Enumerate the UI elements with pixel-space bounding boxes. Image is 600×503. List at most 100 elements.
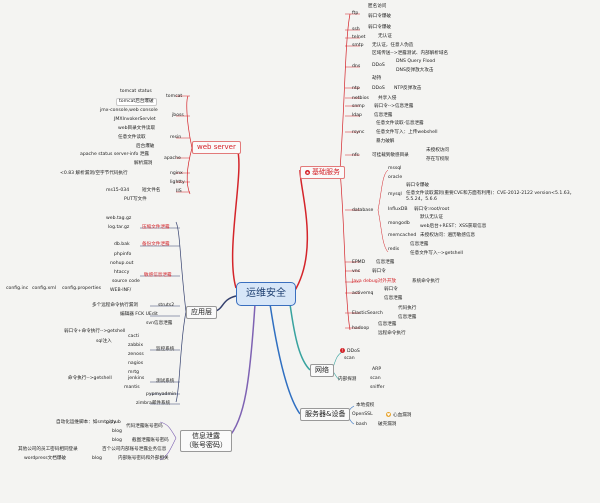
node-redis-1: 信息泄露 bbox=[410, 242, 429, 247]
node-resin-1: web目录文件读取 bbox=[118, 126, 156, 131]
node-w-6b: 敏感信息泄露 bbox=[144, 273, 172, 278]
node-arp: ARP bbox=[372, 367, 382, 372]
node-ntp: ntp bbox=[352, 86, 360, 91]
node-scan: scan bbox=[344, 356, 355, 361]
category-server-device[interactable]: 服务器&设备 bbox=[300, 408, 351, 421]
node-iis: IIS bbox=[176, 189, 182, 194]
node-netbios: netbios bbox=[352, 96, 369, 101]
node-phpmyadmin: pypmyadmin bbox=[146, 392, 177, 397]
node-apache-1: apache status server-info 泄露 bbox=[80, 152, 150, 157]
node-snmp-1: 弱口令-->信息泄露 bbox=[374, 104, 414, 109]
node-dos: !DDoS bbox=[340, 348, 360, 355]
node-w-3: db.bak bbox=[114, 242, 130, 247]
node-es: ElasticSearch bbox=[352, 311, 383, 316]
node-ssh: ssh bbox=[352, 27, 360, 32]
node-nfs-1: 可挂载到敏感目录 bbox=[372, 153, 409, 158]
node-es-2: 信息泄露 bbox=[398, 315, 417, 320]
node-dns-1: 区域传送-->泄露测试、内部解析域名 bbox=[372, 51, 449, 56]
node-influxdb-1: 弱口令:root/root bbox=[414, 207, 450, 212]
node-mysql: mysql bbox=[388, 192, 402, 197]
node-jboss-1: jmx-console,web console bbox=[100, 108, 158, 113]
node-nfs-3: 存在写权限 bbox=[426, 157, 449, 162]
node-cacti: cacti bbox=[128, 334, 139, 339]
node-database: database bbox=[352, 208, 374, 213]
category-basic-services[interactable]: ★基础服务 bbox=[300, 166, 345, 179]
node-dos-label: DDoS bbox=[347, 349, 360, 354]
center-node[interactable]: 运维安全 bbox=[236, 282, 296, 306]
node-epmd-1: 信息泄露 bbox=[376, 260, 395, 265]
node-rsync-2: 任意文件写入：上传webshell bbox=[376, 130, 438, 135]
node-apache: apache bbox=[164, 156, 181, 161]
category-web-server[interactable]: web server bbox=[192, 141, 241, 154]
node-dns-2: DNS Query Flood bbox=[396, 59, 436, 64]
node-dns-3: DNS反弹放大攻击 bbox=[396, 68, 434, 73]
node-memcached-1: 未授权访问：遍历敏感信息 bbox=[420, 233, 476, 238]
node-tomcat: tomcat bbox=[166, 94, 183, 99]
node-smtp-1: 无认证，任意人伪造 bbox=[372, 43, 414, 48]
node-resin: resin bbox=[170, 135, 182, 140]
node-zabbix: zabbix bbox=[128, 343, 144, 348]
category-info-leak[interactable]: 信息泄露 （账号密码） bbox=[180, 430, 232, 452]
node-sniffer: sniffer bbox=[370, 385, 385, 390]
node-zimbra: zimbra邮件系统 bbox=[136, 401, 171, 406]
node-w-1: web.tag.gz bbox=[106, 216, 132, 221]
node-w-7b: WEB-INF/ bbox=[110, 288, 132, 293]
node-hadoop: hadoop bbox=[352, 326, 370, 331]
node-blog-c: blog bbox=[92, 456, 102, 461]
node-struts: struts2 bbox=[158, 303, 175, 308]
node-openssl-1-label: 心血漏洞 bbox=[393, 413, 412, 418]
node-ftp: ftp bbox=[352, 11, 359, 16]
node-epmd: EPMD bbox=[352, 260, 366, 265]
node-blog-1: 代码泄露账号密码 bbox=[126, 424, 163, 429]
node-telnet: telnet bbox=[352, 35, 366, 40]
node-ntp-ddos: DDoS bbox=[372, 86, 385, 91]
node-config-3: config.properties bbox=[62, 286, 101, 291]
node-config-2: config.xml bbox=[32, 286, 56, 291]
node-redis-2: 任意文件写入-->getshell bbox=[410, 251, 463, 256]
node-blog-3: 其他公司的员工密码相同登录 bbox=[18, 447, 78, 452]
node-lighty: lightty bbox=[170, 180, 185, 185]
node-vnc: vnc bbox=[352, 269, 361, 274]
node-resin-3: 后台爆破 bbox=[136, 144, 155, 149]
node-mongodb-1: 默认无认证 bbox=[420, 215, 443, 220]
node-mongodb: mongodb bbox=[388, 221, 410, 226]
node-blog-4: 百个公司内部账号泄露业务信息 bbox=[102, 447, 167, 452]
node-config-1: config.inc bbox=[6, 286, 29, 291]
node-ftp-1: 匿名访问 bbox=[368, 4, 387, 9]
node-iis-2: 短文件名 bbox=[142, 188, 161, 193]
node-w-4: phpinfo bbox=[114, 252, 132, 257]
node-tomcat-2: tomcat后台爆破 bbox=[116, 98, 157, 106]
node-ldap-1: 信息泄露 bbox=[374, 113, 393, 118]
node-struts-1: 多个远程命令执行漏洞 bbox=[92, 303, 138, 308]
node-openssl-1: ♥心血漏洞 bbox=[386, 412, 411, 419]
node-netbios-1: 共享入侵 bbox=[378, 96, 397, 101]
node-blog-2: 截图泄露账号密码 bbox=[132, 438, 169, 443]
node-snmp: snmp bbox=[352, 104, 365, 109]
category-app-layer[interactable]: 应用层 bbox=[186, 306, 217, 319]
node-jboss-2: JMXInvokerServlet bbox=[114, 117, 156, 122]
node-hadoop-1: 信息泄露 bbox=[378, 322, 397, 327]
node-nginx-1: <0.83 解析漏洞/空字节代码执行 bbox=[60, 171, 128, 176]
node-zenoss: zenoss bbox=[128, 352, 144, 357]
node-github: github bbox=[106, 420, 121, 425]
node-iis-3: PUT写文件 bbox=[124, 197, 147, 202]
node-bash: bash bbox=[356, 422, 368, 427]
node-nfs-2: 未授权访问 bbox=[426, 148, 449, 153]
node-mongodb-2: web后台+REST：XSS获取信息 bbox=[420, 224, 487, 229]
node-mysql-2: 任意文件读取漏洞(重要CVE和方面有利用)：CVE-2012-2122 vers… bbox=[406, 191, 575, 202]
node-java-debug-1: 系统命令执行 bbox=[412, 279, 440, 284]
node-mantis: mantis bbox=[124, 385, 140, 390]
node-intranet: 内部探测 bbox=[338, 377, 357, 382]
node-w-7: source code bbox=[112, 279, 140, 284]
node-w-2b: 压缩文件泄露 bbox=[142, 225, 170, 230]
node-tomcat-1: tomcat status bbox=[120, 89, 152, 94]
node-monitor: 监控系统 bbox=[156, 347, 175, 352]
category-network[interactable]: 网络 bbox=[310, 364, 334, 377]
node-iis-1: ms15-034 bbox=[106, 188, 130, 193]
node-nagios: nagios bbox=[128, 361, 144, 366]
node-ftp-2: 弱口令爆破 bbox=[368, 14, 391, 19]
star-icon: ★ bbox=[305, 169, 310, 175]
node-mssql: mssql bbox=[388, 166, 402, 171]
node-w-5: nohup.out bbox=[110, 261, 134, 266]
